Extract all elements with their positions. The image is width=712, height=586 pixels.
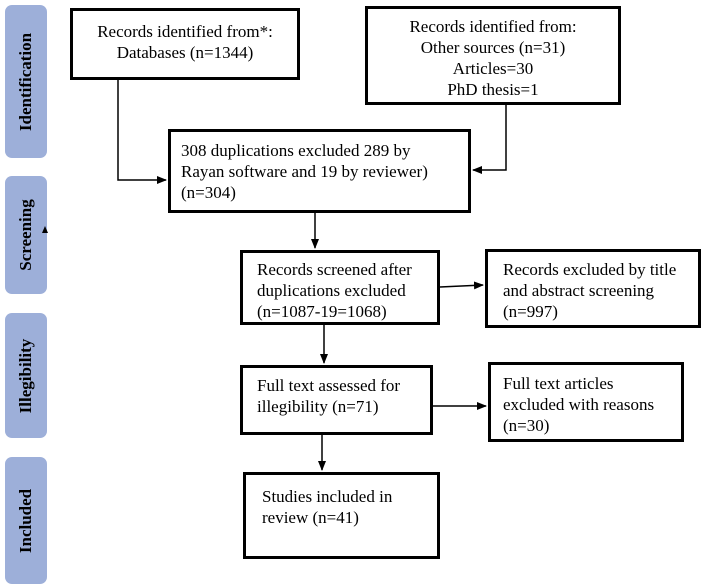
box-full-text-line-1: Full text assessed for — [257, 376, 401, 395]
box-full-text: Full text assessed for illegibility (n=7… — [240, 365, 433, 435]
box-duplications-line-3: (n=304) — [181, 183, 236, 202]
arrow-other-to-duplications — [472, 105, 507, 174]
box-duplications: 308 duplications excluded 289 by Rayan s… — [168, 129, 471, 213]
arrow-databases-to-duplications — [117, 80, 167, 184]
box-full-text-excluded-line-2: excluded with reasons — [503, 395, 655, 414]
box-excluded-title-line-3: (n=997) — [503, 302, 558, 321]
box-full-text-line-2: illegibility (n=71) — [257, 397, 379, 416]
box-duplications-line-1: 308 duplications excluded 289 by — [181, 141, 411, 160]
box-full-text-excluded-line-1: Full text articles — [503, 374, 614, 393]
phase-included: Included — [5, 457, 47, 584]
phase-screening: Screening — [5, 176, 47, 294]
box-other-sources-line-3: Articles=30 — [452, 59, 534, 78]
box-screened-line-2: duplications excluded — [257, 281, 406, 300]
box-other-sources: Records identified from: Other sources (… — [365, 6, 621, 105]
box-screened-line-1: Records screened after — [257, 260, 412, 279]
box-databases-line-1: Records identified from*: — [97, 22, 273, 41]
screening-marker-icon — [42, 226, 48, 233]
box-duplications-line-2: Rayan software and 19 by reviewer) — [181, 162, 428, 181]
box-excluded-title-line-1: Records excluded by title — [503, 260, 677, 279]
arrow-screened-to-excluded — [439, 281, 484, 290]
box-databases-line-2: Databases (n=1344) — [116, 43, 254, 62]
box-included-line-2: review (n=41) — [262, 508, 359, 527]
box-screened: Records screened after duplications excl… — [240, 250, 440, 325]
phase-illegibility: Illegibility — [5, 313, 47, 438]
box-screened-line-3: (n=1087-19=1068) — [257, 302, 387, 321]
box-other-sources-line-2: Other sources (n=31) — [420, 38, 566, 57]
box-other-sources-line-4: PhD thesis=1 — [447, 80, 539, 99]
box-included-line-1: Studies included in — [262, 487, 393, 506]
box-excluded-title-line-2: and abstract screening — [503, 281, 655, 300]
box-full-text-excluded-line-3: (n=30) — [503, 416, 550, 435]
box-full-text-excluded: Full text articles excluded with reasons… — [488, 362, 684, 442]
box-excluded-title: Records excluded by title and abstract s… — [485, 249, 701, 328]
box-included: Studies included in review (n=41) — [243, 472, 440, 559]
box-other-sources-line-1: Records identified from: — [409, 17, 577, 36]
phase-identification: Identification — [5, 5, 47, 158]
box-databases: Records identified from*: Databases (n=1… — [70, 8, 300, 80]
